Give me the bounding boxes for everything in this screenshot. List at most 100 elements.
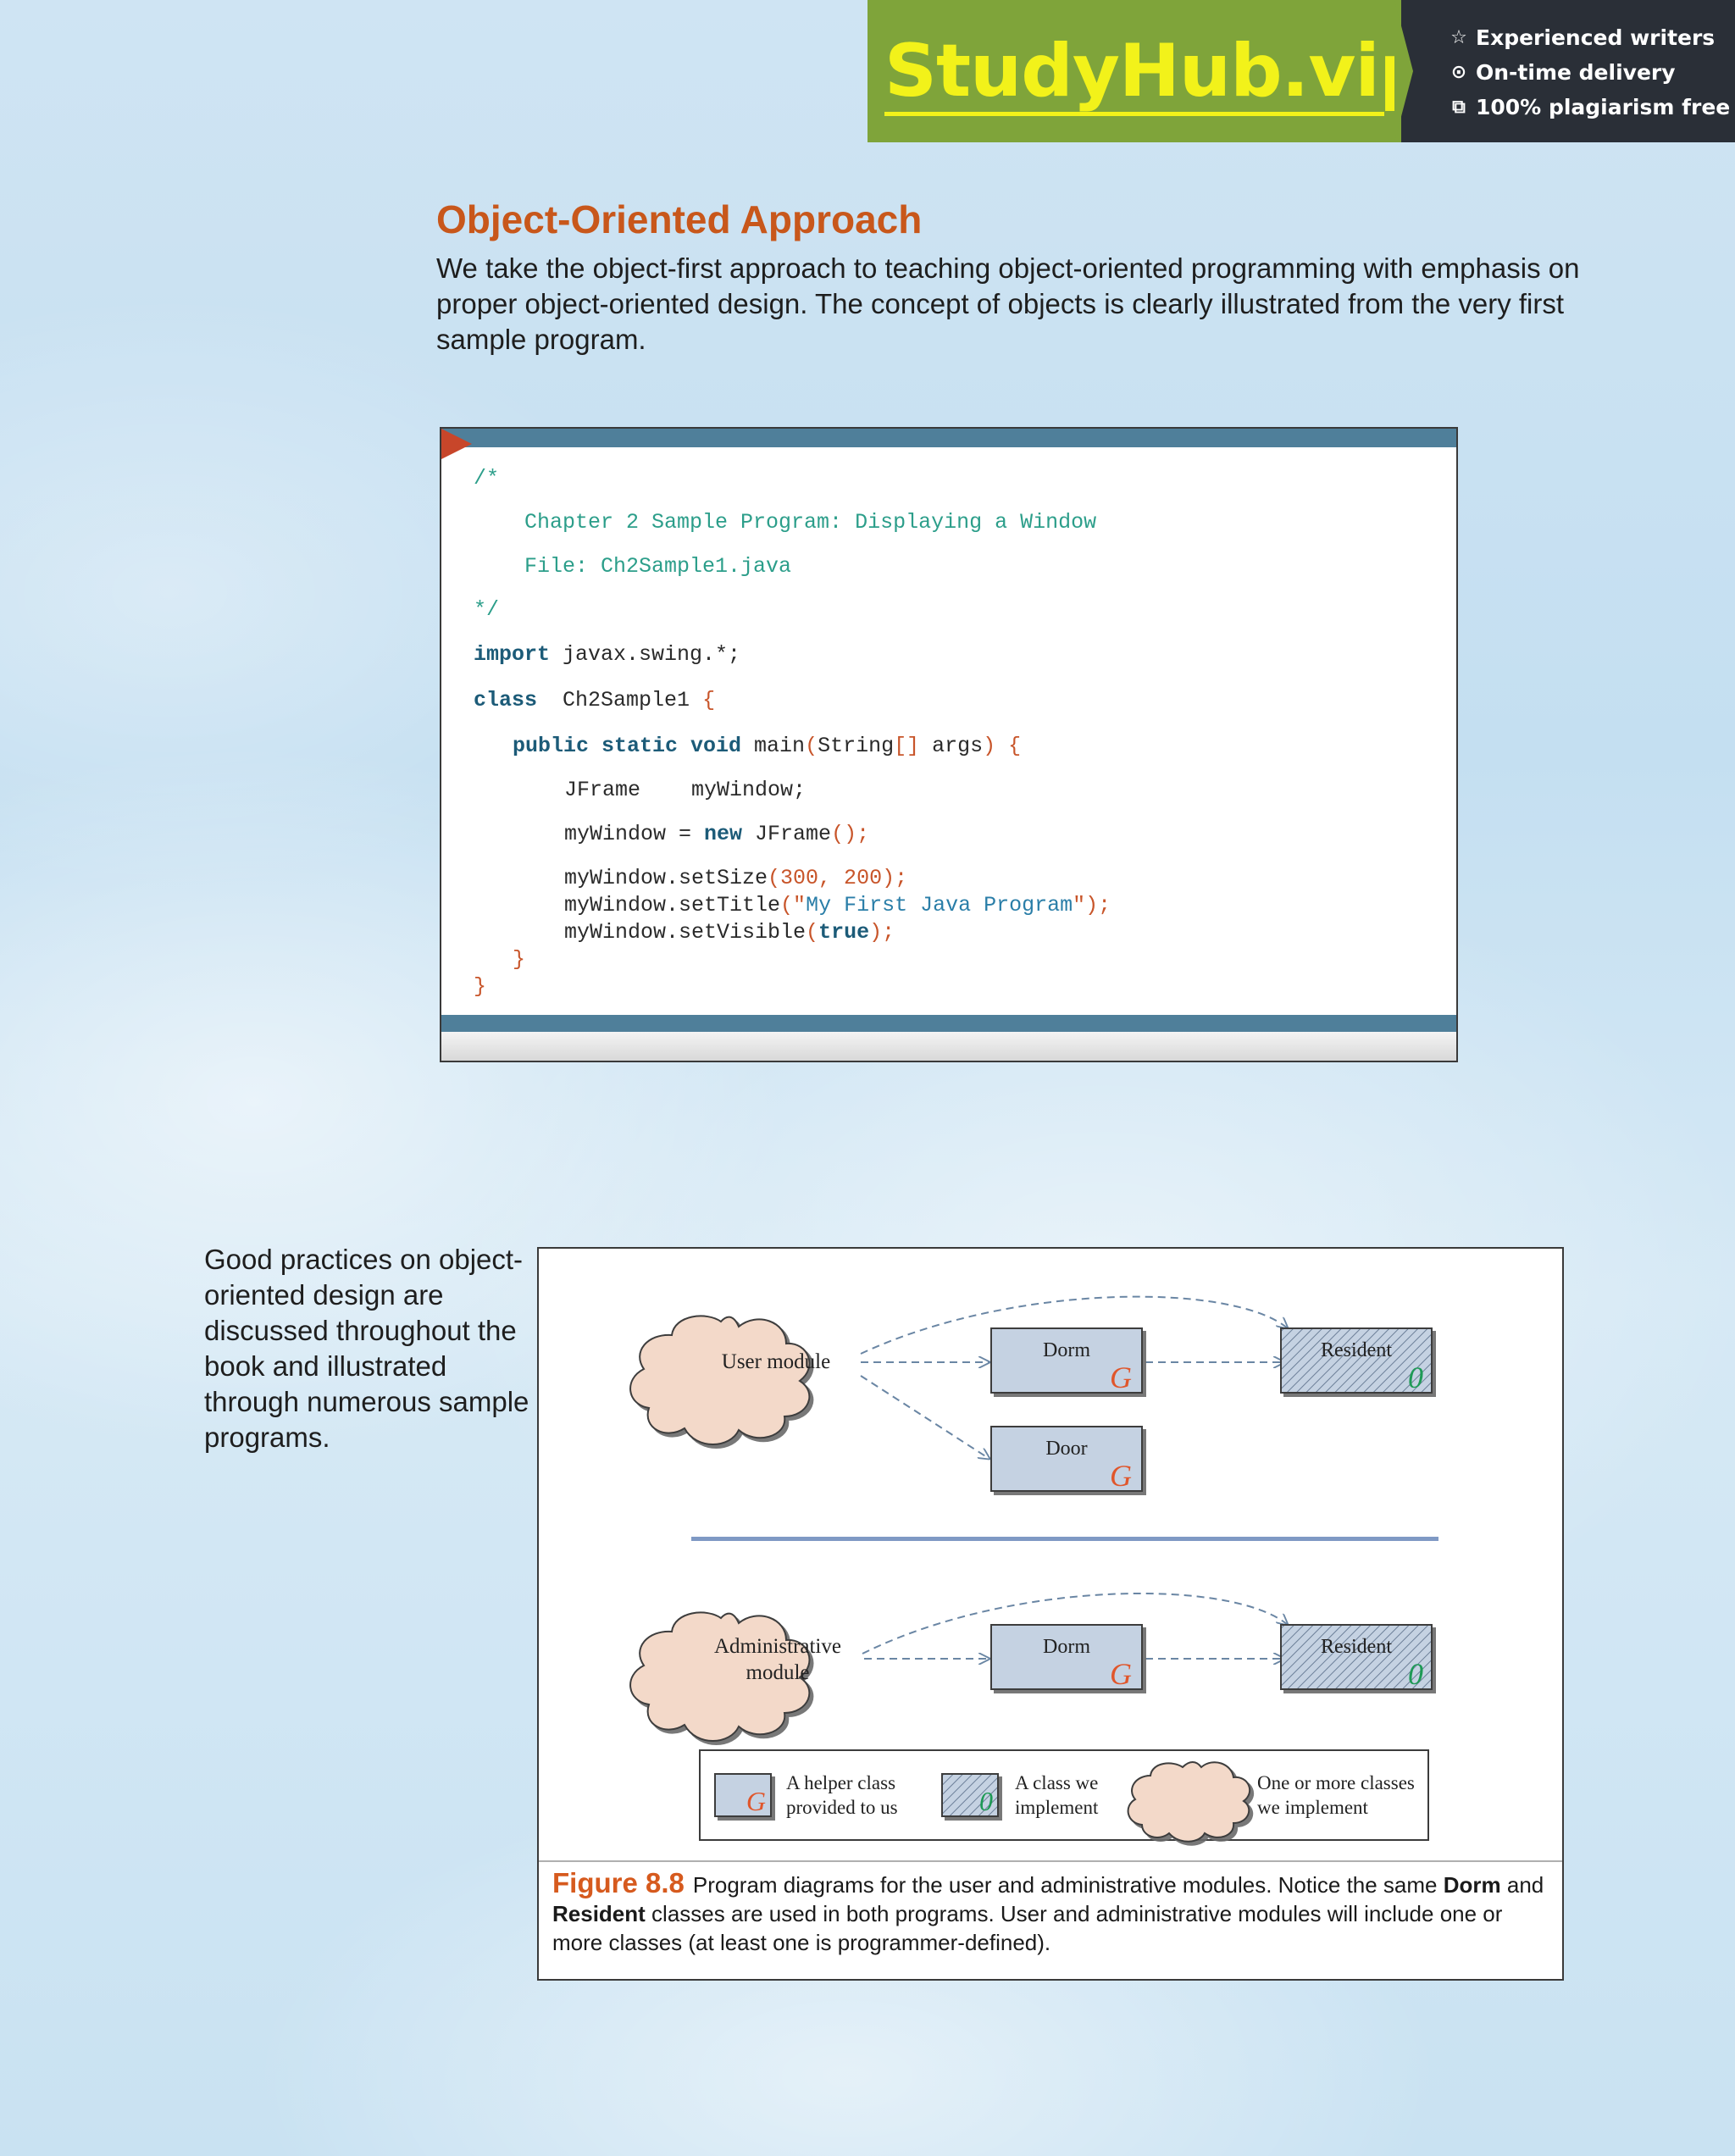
code-paren: (" bbox=[780, 893, 806, 917]
star-icon: ☆ bbox=[1449, 20, 1469, 55]
code-string: My First Java Program bbox=[806, 893, 1073, 917]
figure-caption-text: and bbox=[1501, 1872, 1544, 1898]
code-panel-bottom-shade bbox=[441, 1032, 1456, 1061]
figure-caption-label: Figure 8.8 bbox=[552, 1867, 685, 1898]
code-keyword: new bbox=[704, 822, 742, 846]
code-import-line: import javax.swing.*; bbox=[474, 642, 740, 667]
code-text: main bbox=[741, 734, 805, 758]
administrative-module-label-2: module bbox=[746, 1661, 810, 1684]
banner-feature-delivery: ⊙ On-time delivery bbox=[1449, 55, 1730, 90]
clock-icon: ⊙ bbox=[1449, 55, 1469, 90]
banner-features-area: ☆ Experienced writers ⊙ On-time delivery… bbox=[1401, 0, 1735, 142]
code-listing-panel: /* Chapter 2 Sample Program: Displaying … bbox=[440, 427, 1458, 1062]
section-intro: We take the object-first approach to tea… bbox=[436, 251, 1605, 357]
code-panel-corner-marker bbox=[441, 429, 472, 459]
legend-cloud-label-1: One or more classes bbox=[1257, 1772, 1415, 1793]
class-label-resident: Resident bbox=[1321, 1339, 1392, 1361]
banner-feature-writers: ☆ Experienced writers bbox=[1449, 20, 1730, 55]
code-text: myWindow.setVisible bbox=[564, 920, 806, 945]
implemented-class-marker: 0 bbox=[1408, 1361, 1423, 1394]
helper-class-marker: G bbox=[1110, 1657, 1132, 1691]
code-brace: { bbox=[702, 688, 715, 712]
section-heading: Object-Oriented Approach bbox=[436, 197, 922, 242]
code-args: (300, 200); bbox=[768, 866, 907, 890]
legend-box bbox=[700, 1750, 1428, 1840]
code-keyword: true bbox=[818, 920, 869, 945]
legend-implemented-marker: 0 bbox=[979, 1786, 993, 1816]
figure-caption-text: Program diagrams for the user and admini… bbox=[693, 1872, 1444, 1898]
banner-logo-area: StudyHub.vip bbox=[868, 0, 1401, 142]
side-note: Good practices on object-oriented design… bbox=[204, 1242, 543, 1455]
figure-caption-bold: Dorm bbox=[1444, 1872, 1501, 1898]
code-paren: ) bbox=[983, 734, 995, 758]
legend-helper-label-2: provided to us bbox=[786, 1797, 898, 1818]
code-close-inner: } bbox=[513, 947, 525, 972]
code-paren: ( bbox=[806, 920, 818, 945]
banner-feature-label: Experienced writers bbox=[1476, 20, 1715, 55]
legend-implemented-label-1: A class we bbox=[1015, 1772, 1098, 1793]
code-text: myWindow = bbox=[564, 822, 704, 846]
diagram-divider bbox=[691, 1537, 1438, 1541]
helper-class-marker: G bbox=[1110, 1361, 1132, 1394]
code-text: args bbox=[919, 734, 983, 758]
arrow-user-to-door bbox=[861, 1376, 989, 1459]
figure-caption: Figure 8.8 Program diagrams for the user … bbox=[552, 1869, 1552, 1957]
code-keyword: class bbox=[474, 688, 537, 712]
code-assign-line: myWindow = new JFrame(); bbox=[564, 822, 869, 846]
code-comment-file: File: Ch2Sample1.java bbox=[524, 554, 791, 579]
user-module-label: User module bbox=[722, 1350, 830, 1373]
code-brace: { bbox=[1008, 734, 1021, 758]
banner-feature-plagiarism: ⧉ 100% plagiarism free bbox=[1449, 90, 1730, 125]
banner-logo-underline bbox=[884, 112, 1384, 116]
code-settitle-line: myWindow.setTitle("My First Java Program… bbox=[564, 893, 1111, 917]
class-label-dorm: Dorm bbox=[1043, 1636, 1090, 1658]
banner-arrow-notch bbox=[1394, 0, 1413, 142]
code-bracket: [] bbox=[894, 734, 919, 758]
code-text: JFrame bbox=[742, 822, 831, 846]
code-paren: ); bbox=[869, 920, 895, 945]
code-text: Ch2Sample1 bbox=[537, 688, 702, 712]
legend-helper-marker: G bbox=[746, 1786, 766, 1816]
code-main-line: public static void main(String[] args) { bbox=[513, 734, 1021, 758]
code-paren: (); bbox=[831, 822, 869, 846]
class-label-dorm: Dorm bbox=[1043, 1339, 1090, 1361]
code-text bbox=[995, 734, 1008, 758]
code-panel-top-bar bbox=[441, 429, 1456, 447]
banner-feature-label: On-time delivery bbox=[1476, 55, 1676, 90]
banner-feature-label: 100% plagiarism free bbox=[1476, 90, 1730, 125]
code-keyword: public static void bbox=[513, 734, 741, 758]
class-label-resident: Resident bbox=[1321, 1636, 1392, 1658]
legend-implemented-label-2: implement bbox=[1015, 1797, 1099, 1818]
legend-cloud-label-2: we implement bbox=[1257, 1797, 1369, 1818]
figure-caption-text: classes are used in both programs. User … bbox=[552, 1901, 1502, 1955]
helper-class-marker: G bbox=[1110, 1459, 1132, 1493]
banner-logo: StudyHub.vip bbox=[884, 29, 1430, 114]
administrative-module-label-1: Administrative bbox=[714, 1635, 841, 1658]
code-text: myWindow.setSize bbox=[564, 866, 768, 890]
legend-helper-label-1: A helper class bbox=[786, 1772, 895, 1793]
code-close-outer: } bbox=[474, 974, 486, 999]
user-module-cloud bbox=[630, 1316, 809, 1444]
implemented-class-marker: 0 bbox=[1408, 1657, 1423, 1691]
code-comment-open: /* bbox=[474, 466, 499, 491]
figure-caption-bold: Resident bbox=[552, 1901, 646, 1926]
class-label-door: Door bbox=[1045, 1438, 1087, 1460]
code-text: javax.swing.*; bbox=[550, 642, 740, 667]
code-text: String bbox=[818, 734, 894, 758]
caption-divider bbox=[539, 1860, 1562, 1862]
promo-banner[interactable]: StudyHub.vip ☆ Experienced writers ⊙ On-… bbox=[868, 0, 1735, 142]
code-decl-line: JFrame myWindow; bbox=[564, 778, 806, 802]
banner-features-list: ☆ Experienced writers ⊙ On-time delivery… bbox=[1449, 20, 1730, 125]
code-paren: ( bbox=[805, 734, 818, 758]
code-keyword: import bbox=[474, 642, 550, 667]
code-comment-title: Chapter 2 Sample Program: Displaying a W… bbox=[524, 510, 1096, 535]
code-paren: "); bbox=[1073, 893, 1111, 917]
code-panel-bottom-bar bbox=[441, 1015, 1456, 1032]
code-class-line: class Ch2Sample1 { bbox=[474, 688, 715, 712]
code-text: myWindow.setTitle bbox=[564, 893, 780, 917]
code-setsize-line: myWindow.setSize(300, 200); bbox=[564, 866, 907, 890]
code-setvisible-line: myWindow.setVisible(true); bbox=[564, 920, 895, 945]
copy-icon: ⧉ bbox=[1449, 90, 1469, 125]
code-comment-close: */ bbox=[474, 597, 499, 622]
figure-panel: User module Dorm G Door G Resident 0 Adm… bbox=[537, 1247, 1564, 1981]
